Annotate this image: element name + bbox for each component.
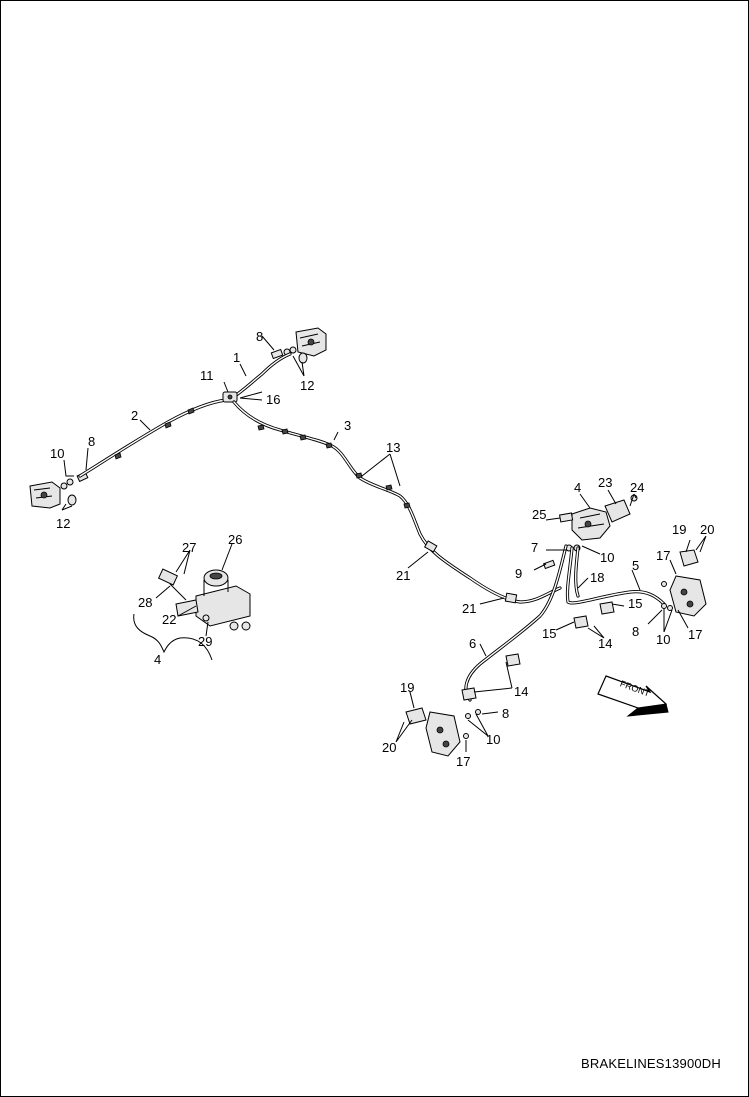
assembly-bracket (133, 613, 213, 661)
front-right-caliper (661, 549, 707, 617)
callout-28: 28 (138, 595, 152, 610)
callout-4: 4 (574, 480, 581, 495)
callout-26: 26 (228, 532, 242, 547)
callout-10: 10 (656, 632, 670, 647)
callout-8: 8 (632, 624, 639, 639)
callout-11: 11 (200, 368, 214, 383)
callout-21: 21 (462, 601, 476, 616)
callout-15: 15 (628, 596, 642, 611)
callout-8: 8 (256, 329, 263, 344)
callout-13: 13 (386, 440, 400, 455)
callout-17: 17 (688, 627, 702, 642)
callout-12: 12 (56, 516, 70, 531)
callout-9: 9 (515, 566, 522, 581)
line-brackets (461, 601, 615, 701)
callout-16: 16 (266, 392, 280, 407)
callout-1: 1 (233, 350, 240, 365)
callout-17: 17 (456, 754, 470, 769)
brake-line-5 (565, 546, 666, 606)
brake-line-1 (230, 352, 292, 400)
callout-29: 29 (198, 634, 212, 649)
brake-line-6 (464, 544, 568, 702)
line-clips (423, 540, 518, 604)
callout-14: 14 (598, 636, 612, 651)
callout-27: 27 (182, 540, 196, 555)
callout-5: 5 (632, 558, 639, 573)
diagram-code: BRAKELINES13900DH (581, 1056, 721, 1071)
callout-25: 25 (532, 507, 546, 522)
callout-20: 20 (382, 740, 396, 755)
front-left-caliper (405, 707, 481, 757)
valve-assembly (542, 494, 638, 570)
callout-labels: 8 1 12 11 16 2 8 10 12 3 13 21 21 4 23 2… (50, 329, 714, 769)
callout-3: 3 (344, 418, 351, 433)
callout-19: 19 (400, 680, 414, 695)
front-arrow: FRONT (597, 675, 669, 717)
rear-left-caliper (29, 481, 61, 509)
leader-lines (61, 335, 707, 752)
brake-line-2 (78, 398, 228, 478)
callout-14: 14 (514, 684, 528, 699)
rear-right-caliper (295, 327, 327, 357)
tee-fitting (222, 391, 238, 403)
callout-24: 24 (630, 480, 644, 495)
callout-19: 19 (672, 522, 686, 537)
callout-10: 10 (486, 732, 500, 747)
master-cylinder (157, 568, 251, 631)
callout-4: 4 (154, 652, 161, 667)
callout-10: 10 (600, 550, 614, 565)
callout-22: 22 (162, 612, 176, 627)
callout-15: 15 (542, 626, 556, 641)
right-fittings (270, 346, 308, 364)
callout-17: 17 (656, 548, 670, 563)
callout-10: 10 (50, 446, 64, 461)
left-fittings (60, 471, 89, 506)
callout-20: 20 (700, 522, 714, 537)
callout-6: 6 (469, 636, 476, 651)
callout-2: 2 (131, 408, 138, 423)
callout-8: 8 (502, 706, 509, 721)
callout-18: 18 (590, 570, 604, 585)
callout-7: 7 (531, 540, 538, 555)
callout-21: 21 (396, 568, 410, 583)
brake-line-18 (574, 546, 580, 598)
callout-23: 23 (598, 475, 612, 490)
callout-8: 8 (88, 434, 95, 449)
callout-12: 12 (300, 378, 314, 393)
